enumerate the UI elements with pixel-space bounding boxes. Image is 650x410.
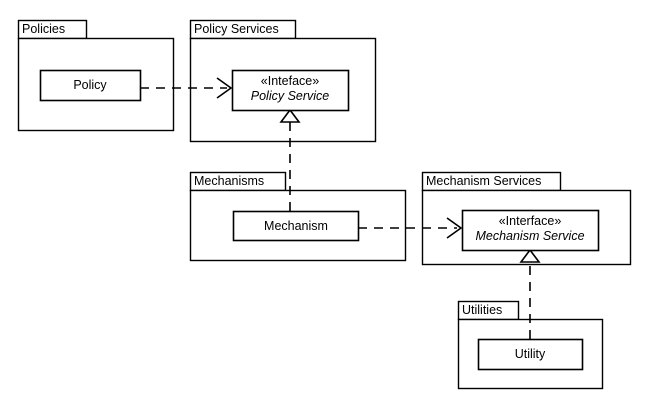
hollow-triangle-arrowhead-icon — [279, 108, 301, 123]
hollow-triangle-arrowhead-icon — [519, 248, 541, 263]
package-policies-tab — [17, 19, 88, 40]
open-arrowhead-icon — [446, 217, 463, 239]
edge-mechanism-realizes-policy-service[interactable] — [279, 108, 301, 211]
node-mechanism-box[interactable] — [232, 210, 360, 242]
edge-mechanism-uses-mechanism-service[interactable] — [358, 217, 463, 239]
package-mechanism-services-tab — [421, 171, 562, 192]
open-arrowhead-icon — [216, 77, 233, 99]
edge-policy-uses-policy-service[interactable] — [140, 77, 233, 99]
package-policy-services-tab — [189, 19, 297, 40]
node-policy-service-box[interactable] — [231, 69, 350, 112]
node-utility-box[interactable] — [477, 338, 584, 371]
package-mechanisms-tab — [189, 171, 287, 192]
package-mechanisms[interactable] — [189, 171, 407, 262]
node-policy-box[interactable] — [39, 69, 142, 102]
package-utilities-tab — [457, 300, 520, 321]
edge-utility-realizes-mechanism-service[interactable] — [519, 248, 541, 339]
node-mechanism-service-box[interactable] — [461, 209, 600, 252]
